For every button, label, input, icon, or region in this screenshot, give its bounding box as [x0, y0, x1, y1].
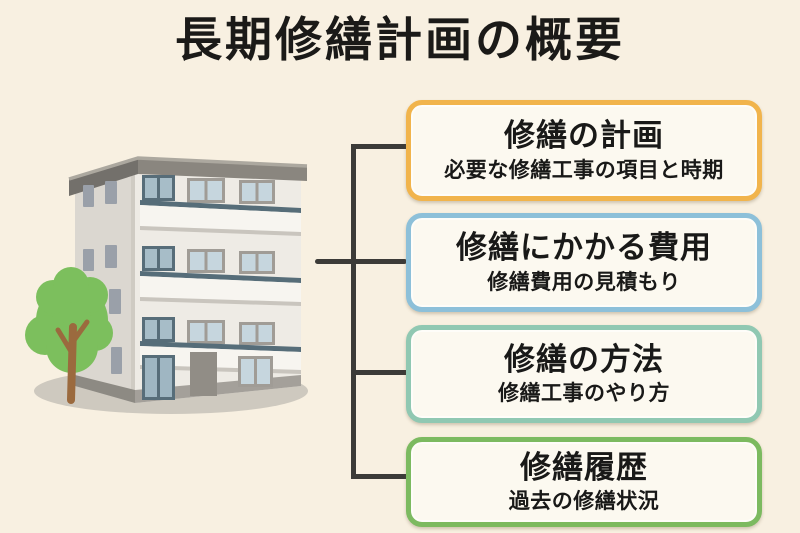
- building: [68, 156, 308, 403]
- tree-trunk: [55, 319, 90, 404]
- page-title: 長期修繕計画の概要: [175, 13, 625, 68]
- connector-branch-method: [353, 370, 407, 375]
- info-box-title: 修繕の方法: [504, 341, 664, 378]
- connector-branch-plan: [351, 144, 407, 149]
- info-box-title: 修繕にかかる費用: [456, 230, 712, 267]
- connector-trunk: [351, 144, 356, 479]
- info-box-cost: 修繕にかかる費用 修繕費用の見積もり: [406, 213, 762, 312]
- info-box-title: 修繕履歴: [520, 449, 648, 486]
- connector-stem-building: [315, 259, 407, 264]
- windows-floor3: [142, 246, 275, 274]
- foundation-side: [75, 375, 135, 403]
- info-box-history: 修繕履歴 過去の修繕状況: [406, 437, 762, 527]
- info-box-plan: 修繕の計画 必要な修繕工事の項目と時期: [406, 100, 762, 201]
- info-box-method: 修繕の方法 修繕工事のやり方: [406, 325, 762, 423]
- info-box-title: 修繕の計画: [504, 118, 664, 155]
- building-illustration: [25, 156, 308, 414]
- info-box-subtitle: 過去の修繕状況: [508, 489, 660, 514]
- corner-shade: [131, 162, 135, 403]
- windows-floor2: [142, 317, 275, 345]
- service-door: [190, 352, 217, 396]
- balcony-floor4: [140, 200, 301, 236]
- connector-branch-history: [351, 474, 407, 479]
- side-windows: [83, 181, 122, 374]
- windows-floor4: [142, 175, 275, 204]
- tree: [25, 267, 113, 404]
- info-box-subtitle: 修繕費用の見積もり: [487, 269, 681, 294]
- info-box-subtitle: 必要な修繕工事の項目と時期: [444, 157, 724, 182]
- entrance-floor: [142, 352, 273, 400]
- balcony-floor3: [140, 271, 301, 306]
- info-box-subtitle: 修繕工事のやり方: [498, 381, 670, 406]
